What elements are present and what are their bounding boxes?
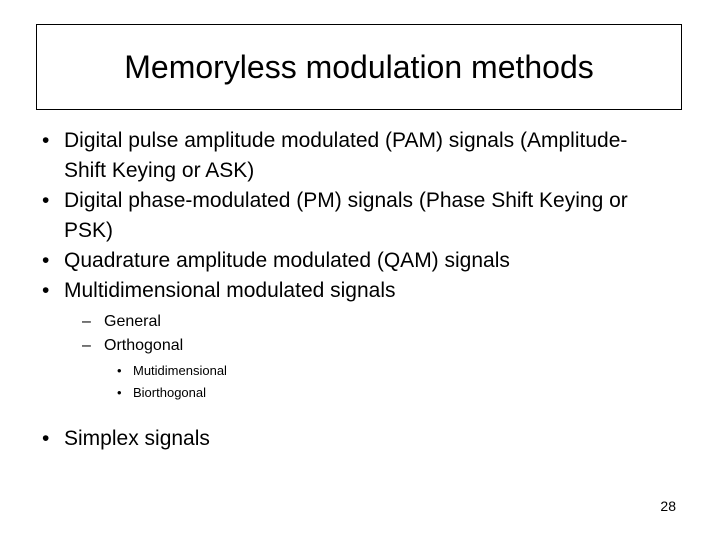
bullet-dot-icon: •: [42, 249, 50, 272]
bullet-list-level2: – General – Orthogonal: [64, 310, 664, 358]
bullet-list-level3: • Mutidimensional • Biorthogonal: [64, 360, 664, 404]
list-item-label: Biorthogonal: [133, 385, 206, 400]
list-item-label: Digital pulse amplitude modulated (PAM) …: [64, 129, 628, 182]
list-item: • Digital phase-modulated (PM) signals (…: [0, 186, 664, 246]
list-item: – General: [64, 310, 664, 334]
slide-title-box: Memoryless modulation methods: [36, 24, 682, 110]
bullet-dot-icon: •: [117, 363, 122, 378]
bullet-dash-icon: –: [82, 313, 91, 330]
bullet-dot-icon: •: [42, 189, 50, 212]
bullet-dot-icon: •: [117, 385, 122, 400]
list-item-label: Digital phase-modulated (PM) signals (Ph…: [64, 189, 628, 242]
page-title: Memoryless modulation methods: [124, 49, 594, 85]
list-item-label: Quadrature amplitude modulated (QAM) sig…: [64, 249, 510, 272]
list-item: • Simplex signals: [0, 424, 664, 454]
list-item: – Orthogonal: [64, 334, 664, 358]
list-item: • Quadrature amplitude modulated (QAM) s…: [0, 246, 664, 276]
spacer: [0, 404, 720, 424]
page-number: 28: [660, 498, 676, 514]
bullet-dot-icon: •: [42, 427, 50, 450]
bullet-dot-icon: •: [42, 279, 50, 302]
bullet-dash-icon: –: [82, 337, 91, 354]
list-item-label: Simplex signals: [64, 427, 210, 450]
list-item-label: Mutidimensional: [133, 363, 227, 378]
list-item: • Digital pulse amplitude modulated (PAM…: [0, 126, 664, 186]
bullet-dot-icon: •: [42, 129, 50, 152]
list-item: • Multidimensional modulated signals – G…: [0, 276, 664, 404]
list-item-label: General: [104, 313, 161, 330]
list-item: • Mutidimensional: [64, 360, 664, 382]
list-item: • Biorthogonal: [64, 382, 664, 404]
list-item-label: Multidimensional modulated signals: [64, 279, 396, 302]
list-item-label: Orthogonal: [104, 337, 184, 354]
bullet-list-level1: • Digital pulse amplitude modulated (PAM…: [0, 126, 720, 454]
slide-body: • Digital pulse amplitude modulated (PAM…: [0, 126, 720, 454]
